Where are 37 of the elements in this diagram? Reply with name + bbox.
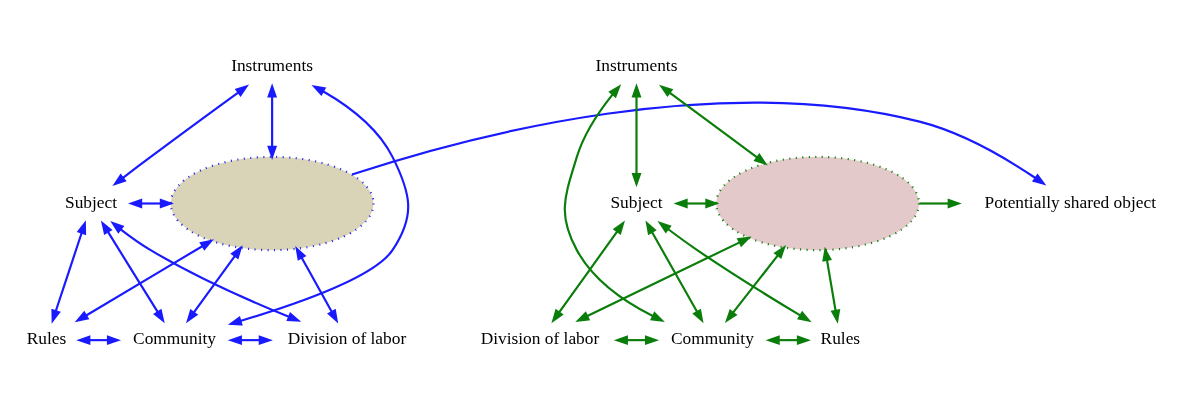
node-text: Rules xyxy=(820,329,861,349)
arrow xyxy=(186,245,243,324)
arrow xyxy=(724,244,787,324)
arrow xyxy=(575,236,752,322)
arrow xyxy=(822,246,841,324)
arrow xyxy=(51,220,87,324)
node-text: Subject xyxy=(65,192,118,212)
node-text: Community xyxy=(133,329,216,349)
arrow xyxy=(351,101,1047,186)
arrow xyxy=(919,198,962,209)
node-text: Potentially shared object xyxy=(984,192,1157,212)
arrow xyxy=(74,239,214,323)
arrow xyxy=(227,335,273,346)
arrow xyxy=(613,335,660,346)
arrow xyxy=(563,84,665,322)
node-text: Division of labor xyxy=(287,329,407,349)
arrow xyxy=(295,246,339,324)
arrow xyxy=(551,220,625,324)
node-text: Community xyxy=(670,329,754,349)
arrow xyxy=(631,83,642,188)
arrow xyxy=(227,84,410,326)
node-text: Subject xyxy=(610,192,663,212)
arrow xyxy=(645,220,704,324)
arrow xyxy=(112,84,250,186)
arrow xyxy=(110,221,302,322)
node-text: Rules xyxy=(26,329,67,349)
arrow xyxy=(657,221,812,323)
node-text: Instruments xyxy=(595,55,678,75)
arrow xyxy=(76,335,122,346)
arrow xyxy=(100,220,165,324)
node-text: Instruments xyxy=(231,55,314,75)
node-text: Division of labor xyxy=(480,329,600,349)
arrow xyxy=(267,83,278,160)
arrow xyxy=(673,198,720,209)
arrow xyxy=(128,198,174,209)
arrow xyxy=(765,335,811,346)
arrow xyxy=(659,84,768,166)
